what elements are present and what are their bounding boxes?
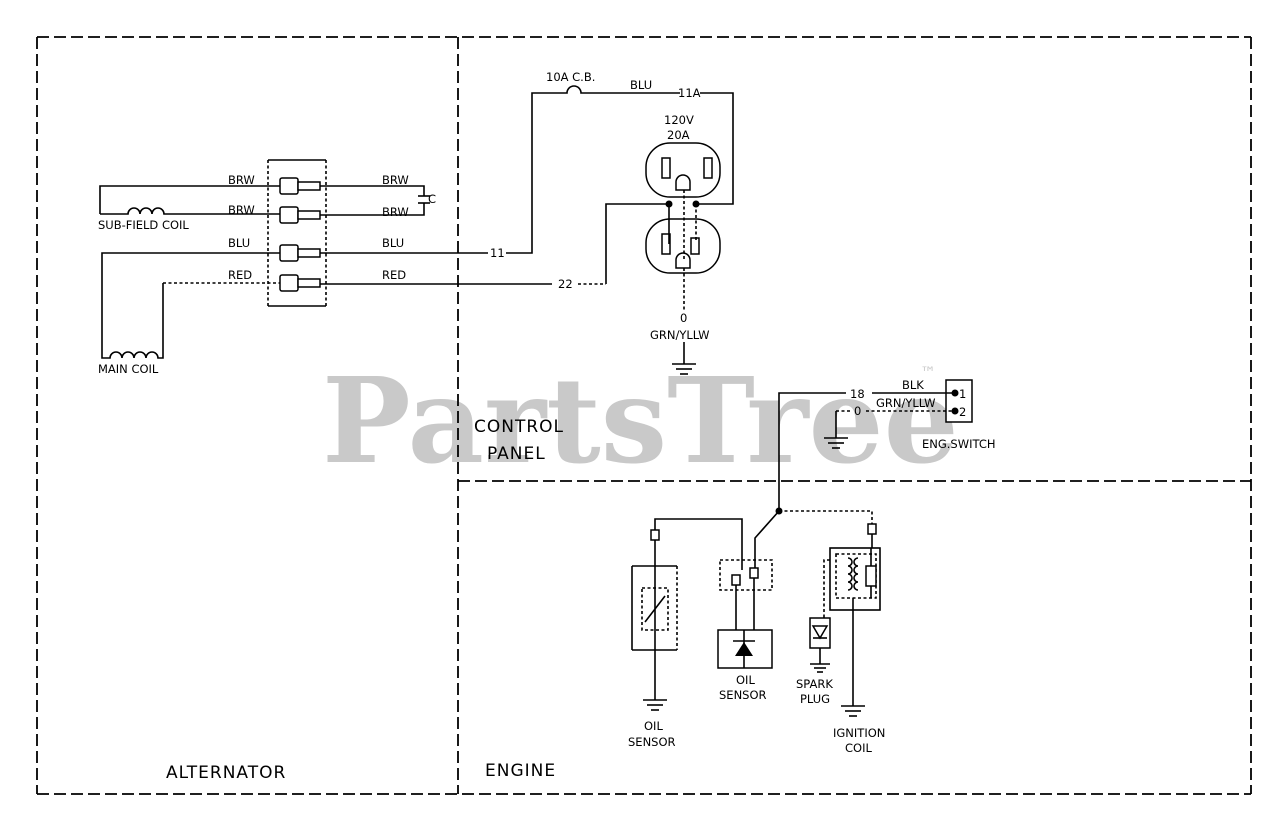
oil-sensor-left-label-2: SENSOR (628, 735, 676, 749)
engine-switch-label: ENG.SWITCH (922, 437, 996, 451)
breaker-wire-blu: BLU (630, 78, 652, 92)
sub-field-coil-label: SUB-FIELD COIL (98, 218, 189, 232)
switch-wire-grn: GRN/YLLW (876, 396, 936, 410)
watermark: PartsTree (322, 351, 959, 490)
oil-sensor-switch (631, 565, 678, 651)
alt-wire-blu: BLU (228, 236, 250, 250)
control-panel-label-line1: CONTROL (474, 417, 564, 437)
receptacle-ground-symbol (672, 342, 696, 375)
receptacle-ground-num: 0 (680, 311, 687, 325)
switch-wire-18: 18 (850, 387, 865, 401)
ignition-coil (829, 523, 881, 717)
control-panel-wiring (320, 85, 734, 285)
receptacle-ground-color: GRN/YLLW (650, 328, 710, 342)
circuit-breaker-label: 10A C.B. (546, 70, 595, 84)
oil-sensor-mid-label-2: SENSOR (719, 688, 767, 702)
cp-wire-red: RED (382, 268, 406, 282)
cp-wire-brw-2: BRW (382, 205, 409, 219)
alternator-section-label: ALTERNATOR (166, 763, 286, 783)
alternator-connector-block (267, 159, 327, 307)
engine-switch (778, 379, 973, 511)
wire-22-label: 22 (558, 277, 573, 291)
capacitor-label: C (428, 192, 436, 206)
wire-11-label: 11 (490, 246, 505, 260)
engine-section-label: ENGINE (485, 761, 556, 781)
engine-wiring (643, 507, 873, 711)
main-coil (101, 252, 280, 359)
receptacle-amps: 20A (667, 128, 690, 142)
oil-sensor-module (717, 559, 773, 669)
watermark-trademark: ™ (920, 363, 936, 382)
switch-pin-2: 2 (959, 405, 966, 419)
ignition-coil-label-1: IGNITION (833, 726, 885, 740)
oil-sensor-left-label-1: OIL (644, 719, 663, 733)
ignition-coil-label-2: COIL (845, 741, 872, 755)
control-panel-label-line2: PANEL (487, 444, 546, 464)
cp-wire-brw-1: BRW (382, 173, 409, 187)
cp-wire-blu: BLU (382, 236, 404, 250)
alt-wire-brw-2: BRW (228, 203, 255, 217)
switch-wire-0: 0 (854, 404, 861, 418)
alt-wire-brw-1: BRW (228, 173, 255, 187)
wire-11a-label: 11A (678, 86, 701, 100)
duplex-receptacle (645, 142, 721, 312)
alt-wire-red: RED (228, 268, 252, 282)
spark-plug-label-2: PLUG (800, 692, 830, 706)
oil-sensor-mid-label-1: OIL (736, 673, 755, 687)
switch-wire-blk: BLK (902, 378, 924, 392)
spark-plug (809, 559, 831, 673)
spark-plug-label-1: SPARK (796, 677, 833, 691)
main-coil-label: MAIN COIL (98, 362, 159, 376)
switch-pin-1: 1 (959, 387, 966, 401)
sub-field-coil (99, 185, 282, 215)
receptacle-voltage: 120V (664, 113, 694, 127)
section-borders (36, 36, 1252, 795)
